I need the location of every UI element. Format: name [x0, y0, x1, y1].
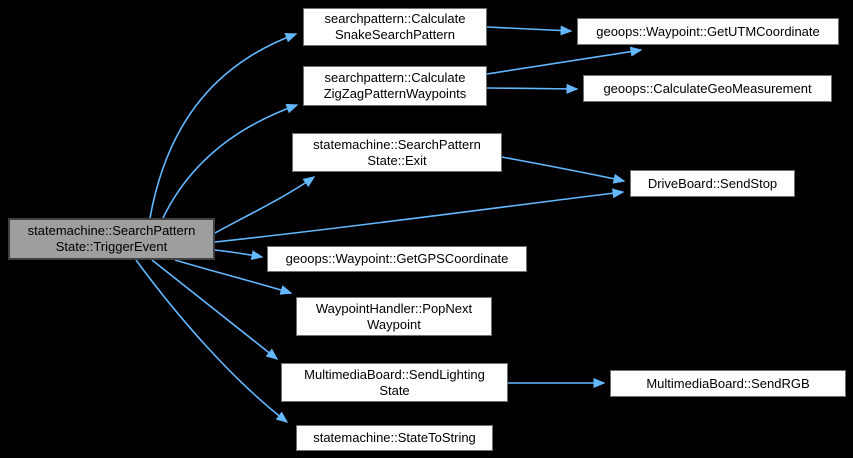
edge-trigger-to-sendlighting — [151, 259, 279, 360]
node-state-to-string[interactable]: statemachine::StateToString — [296, 425, 493, 451]
node-search-pattern-state-exit[interactable]: statemachine::SearchPattern State::Exit — [292, 133, 502, 172]
node-trigger-event[interactable]: statemachine::SearchPattern State::Trigg… — [8, 218, 215, 260]
node-label: geoops::Waypoint::GetGPSCoordinate — [285, 251, 509, 266]
node-label: State::TriggerEvent — [55, 239, 168, 254]
node-calculate-geo-measurement[interactable]: geoops::CalculateGeoMeasurement — [583, 75, 832, 102]
node-label: statemachine::SearchPattern — [27, 223, 196, 238]
node-label: WaypointHandler::PopNext — [315, 300, 473, 316]
edge-trigger-to-sendstop — [214, 188, 625, 243]
edge-trigger-to-statetostring — [135, 259, 289, 423]
node-label: MultimediaBoard::SendLighting — [304, 366, 485, 382]
node-send-rgb[interactable]: MultimediaBoard::SendRGB — [610, 370, 846, 397]
edge-zigzag-to-calcgeo — [486, 83, 579, 94]
node-label: statemachine::StateToString — [313, 430, 476, 445]
edge-trigger-to-zigzag — [162, 103, 299, 219]
node-calculate-snake-search-pattern[interactable]: searchpattern::Calculate SnakeSearchPatt… — [303, 8, 487, 46]
node-label: State — [379, 382, 410, 398]
edge-trigger-to-popnext — [174, 259, 293, 295]
node-label: searchpattern::Calculate — [324, 11, 466, 26]
node-label: State::Exit — [367, 152, 427, 168]
node-send-stop[interactable]: DriveBoard::SendStop — [630, 170, 795, 197]
node-get-utm-coordinate[interactable]: geoops::Waypoint::GetUTMCoordinate — [577, 18, 839, 45]
node-label: SnakeSearchPattern — [335, 27, 455, 42]
edge-exit-to-sendstop — [501, 156, 626, 184]
node-calculate-zigzag-pattern-waypoints[interactable]: searchpattern::Calculate ZigZagPatternWa… — [303, 66, 487, 106]
edge-snake-to-getutm — [486, 25, 573, 36]
node-label: geoops::Waypoint::GetUTMCoordinate — [596, 23, 820, 39]
node-label: DriveBoard::SendStop — [647, 175, 778, 191]
node-label: geoops::CalculateGeoMeasurement — [603, 80, 812, 96]
edge-trigger-to-exit — [214, 176, 316, 234]
node-label: MultimediaBoard::SendRGB — [646, 375, 810, 391]
node-pop-next-waypoint[interactable]: WaypointHandler::PopNext Waypoint — [296, 297, 492, 336]
node-label: Waypoint — [367, 316, 421, 332]
node-label: ZigZagPatternWaypoints — [323, 86, 467, 101]
node-label: statemachine::SearchPattern — [313, 136, 481, 152]
edge-trigger-to-snake — [149, 32, 298, 219]
edge-zigzag-to-getutm — [486, 46, 643, 75]
node-label: searchpattern::Calculate — [324, 70, 466, 85]
node-get-gps-coordinate[interactable]: geoops::Waypoint::GetGPSCoordinate — [267, 246, 527, 272]
edge-trigger-to-getgps — [214, 249, 264, 260]
node-send-lighting-state[interactable]: MultimediaBoard::SendLighting State — [281, 363, 508, 402]
